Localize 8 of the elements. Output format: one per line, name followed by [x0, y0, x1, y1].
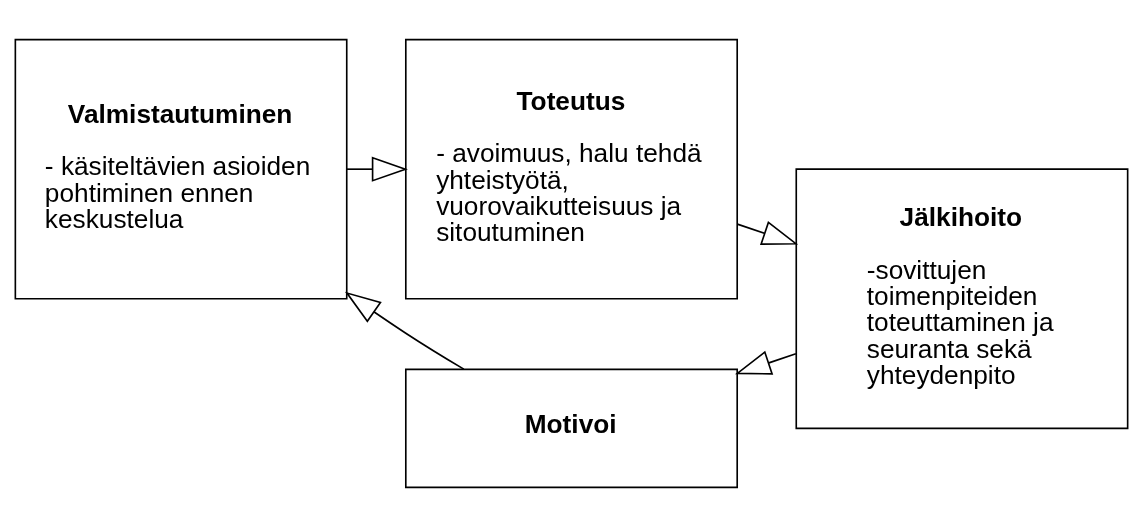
- arrow: [735, 350, 797, 375]
- arrow: [346, 156, 408, 182]
- arrow: [736, 220, 799, 245]
- arrow: [344, 291, 465, 370]
- node-box: Toteutus - avoimuus, halu tehdä yhteistyötä, vuorovaikutteisuus ja sitoutuminen: [405, 38, 739, 300]
- node-box: Jälkihoito -sovittujen toimenpiteiden toteuttaminen ja seuranta sekä yhteydenpito: [795, 167, 1129, 429]
- node-box: Motivoi: [405, 368, 739, 488]
- node-box: Valmistautuminen - käsiteltävien asioiden pohtiminen ennen keskustelua: [14, 38, 348, 300]
